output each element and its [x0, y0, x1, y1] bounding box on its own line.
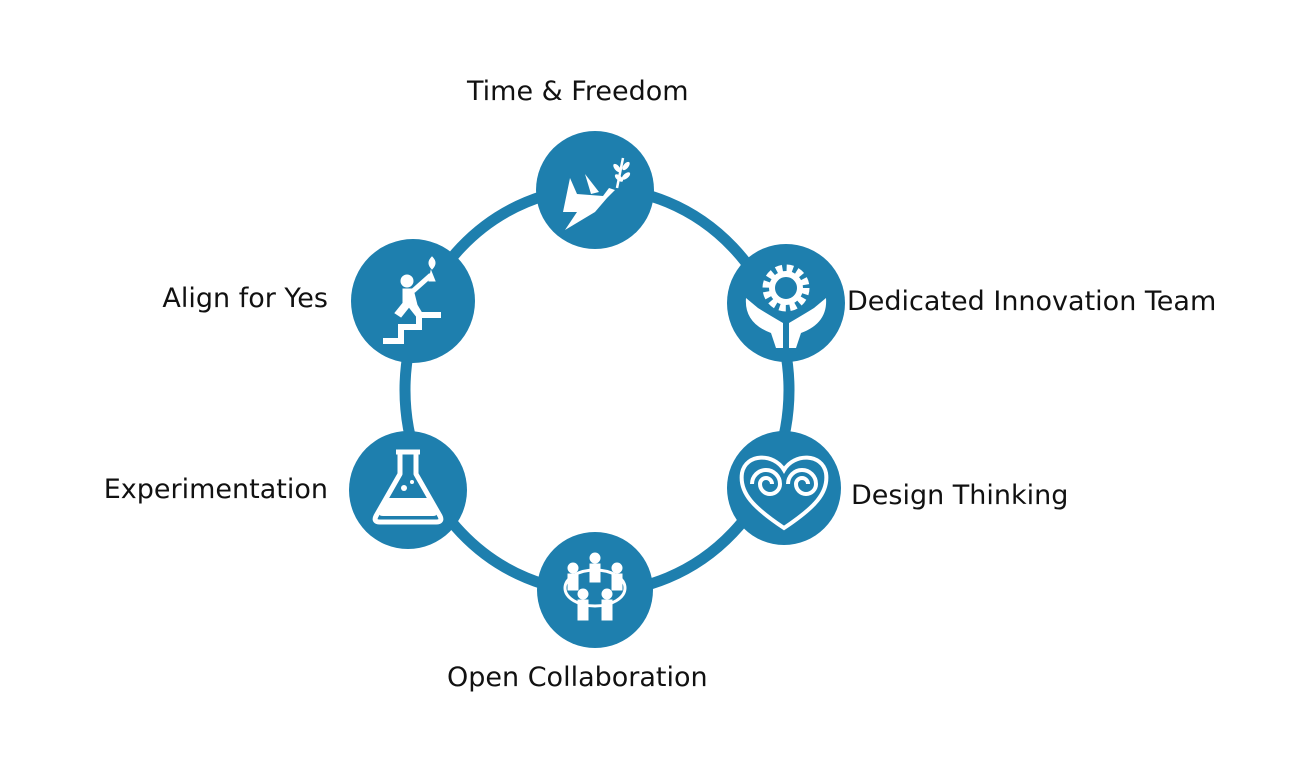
label-time-freedom: Time & Freedom	[467, 76, 689, 107]
node-dedicated-innovation-team	[727, 244, 845, 362]
spiral-heart-icon	[739, 455, 829, 531]
gear-hands-icon	[745, 264, 827, 348]
label-experimentation: Experimentation	[103, 474, 328, 505]
node-align-for-yes	[351, 239, 475, 363]
node-open-collaboration	[537, 532, 653, 648]
dove-icon	[563, 157, 631, 230]
label-dedicated-innovation-team: Dedicated Innovation Team	[847, 286, 1217, 317]
node-time-freedom	[536, 131, 654, 249]
node-design-thinking	[727, 431, 841, 545]
label-design-thinking: Design Thinking	[851, 480, 1069, 511]
torch-climber-icon	[383, 256, 441, 344]
flask-icon	[372, 449, 444, 525]
node-experimentation	[349, 431, 467, 549]
label-open-collaboration: Open Collaboration	[447, 662, 708, 693]
people-circle-icon	[563, 552, 627, 621]
label-align-for-yes: Align for Yes	[162, 283, 328, 314]
